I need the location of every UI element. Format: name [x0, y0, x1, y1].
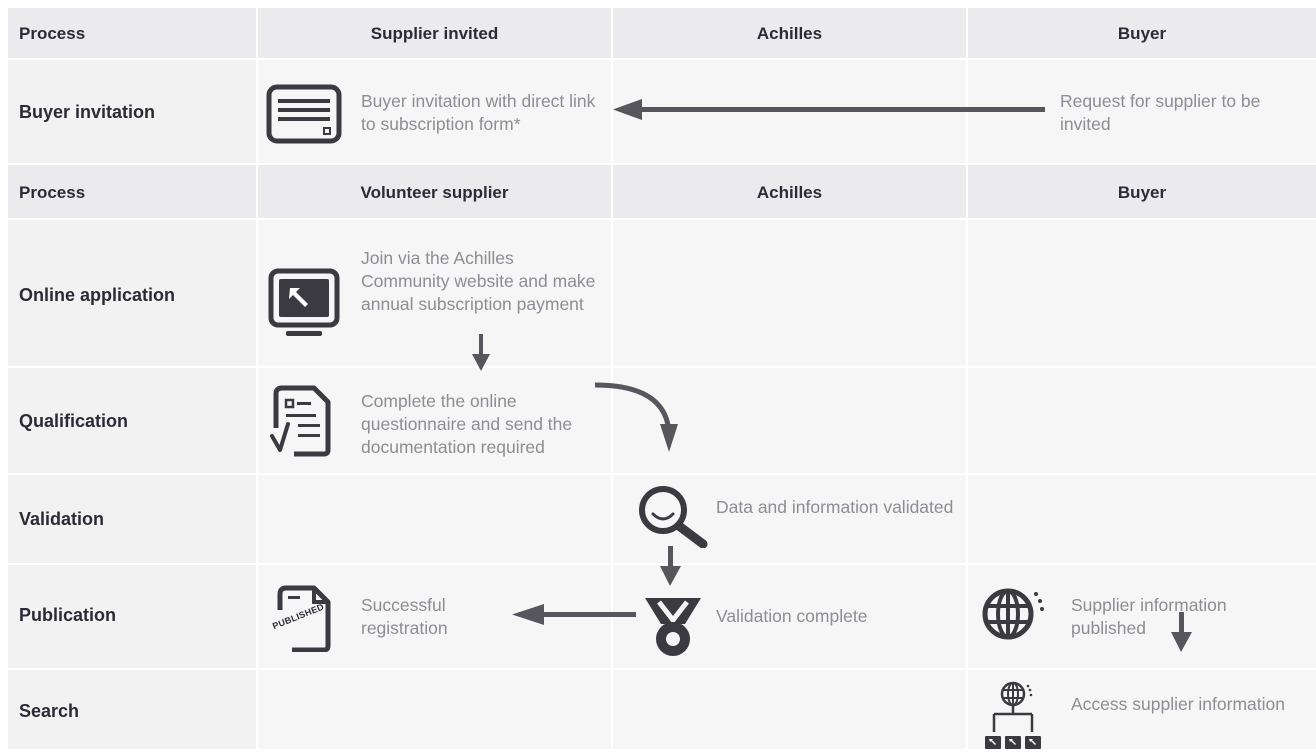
t2-header-achilles: Achilles: [756, 183, 823, 202]
qualification-text: Complete the online questionnaire and se…: [361, 391, 573, 457]
t1-row-label-cell: [8, 60, 256, 163]
network-globe-icon: [982, 680, 1052, 755]
magnifier-search-icon: [637, 484, 709, 553]
questionnaire-document-icon: [270, 384, 332, 463]
t1-header-supplier-invited: Supplier invited: [370, 24, 499, 43]
row-validation-label-cell: [8, 475, 256, 563]
t1-header-achilles-cell: [613, 8, 966, 58]
supplier-published-text: Supplier information published: [1071, 595, 1227, 638]
online-application-text: Join via the Achilles Community website …: [361, 248, 596, 314]
t1-header-process-cell: [8, 8, 256, 58]
row-search-buyer-cell: [968, 670, 1316, 749]
request-supplier-text: Request for supplier to be invited: [1060, 91, 1261, 134]
successful-registration-text: Successful registration: [361, 595, 448, 638]
row-search-supplier-cell: [258, 670, 611, 749]
computer-monitor-icon: [268, 268, 342, 345]
t1-header-supplier-cell: [258, 8, 611, 58]
t2-header-process-cell: [8, 165, 256, 218]
arrow-validation-to-complete: [660, 546, 681, 586]
arrow-published-to-access: [1171, 612, 1192, 652]
t2-header-process: Process: [19, 183, 86, 202]
access-supplier-text: Access supplier information: [1071, 694, 1285, 714]
published-document-icon: [272, 584, 342, 657]
arrow-qualification-to-validation: [594, 382, 678, 452]
row-qualification-label-cell: [8, 368, 256, 473]
row-online-label-cell: [8, 220, 256, 366]
row-validation-supplier-cell: [258, 475, 611, 563]
arrow-request-to-invitation: [613, 99, 1045, 120]
t2-header-buyer-cell: [968, 165, 1316, 218]
row-label-online-application: Online application: [19, 285, 176, 305]
row-label-buyer-invitation: Buyer invitation: [19, 102, 156, 122]
row-label-qualification: Qualification: [19, 411, 129, 431]
row-label-validation: Validation: [19, 509, 105, 529]
row-search-label-cell: [8, 670, 256, 749]
t2-header-supplier-cell: [258, 165, 611, 218]
row-online-buyer-cell: [968, 220, 1316, 366]
row-publication-label-cell: [8, 565, 256, 668]
invitation-form-icon: [266, 84, 342, 149]
t1-header-achilles: Achilles: [756, 24, 823, 43]
row-qualification-achilles-cell: [613, 368, 966, 473]
t2-header-volunteer-supplier: Volunteer supplier: [360, 183, 509, 202]
globe-icon: [980, 582, 1052, 651]
arrow-complete-to-registration: [512, 604, 636, 625]
validation-text: Data and information validated: [716, 497, 954, 517]
t1-header-process: Process: [19, 24, 86, 43]
row-search-achilles-cell: [613, 670, 966, 749]
row-validation-buyer-cell: [968, 475, 1316, 563]
medal-badge-icon: [643, 594, 703, 663]
t2-header-achilles-cell: [613, 165, 966, 218]
buyer-invitation-text: Buyer invitation with direct link to sub…: [361, 91, 596, 134]
row-qualification-buyer-cell: [968, 368, 1316, 473]
validation-complete-text: Validation complete: [716, 606, 868, 626]
row-label-search: Search: [19, 701, 80, 721]
row-publication-buyer-cell: [968, 565, 1316, 668]
arrow-online-to-qualification: [472, 334, 490, 371]
row-online-achilles-cell: [613, 220, 966, 366]
row-label-publication: Publication: [19, 605, 117, 625]
t1-header-buyer: Buyer: [1117, 24, 1167, 43]
t1-header-buyer-cell: [968, 8, 1316, 58]
t2-header-buyer: Buyer: [1117, 183, 1167, 202]
